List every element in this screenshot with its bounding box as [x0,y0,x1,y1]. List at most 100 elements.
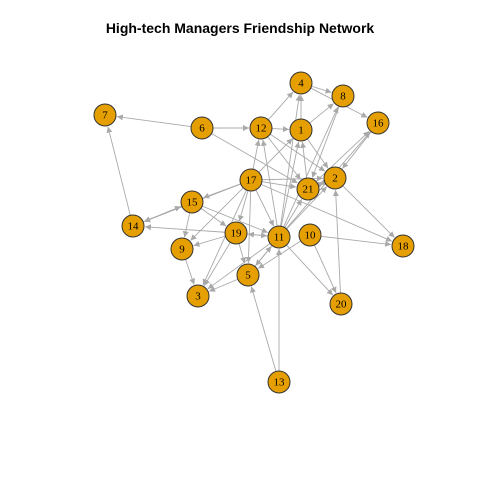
edge-17-to-3 [202,189,247,286]
edge-5-to-3 [208,278,239,292]
edge-11-to-2 [286,186,328,230]
node-label: 8 [340,91,346,103]
node-circle [323,166,347,190]
node-label: 21 [303,184,314,196]
node-label: 13 [274,377,286,389]
node-17: 17 [239,168,263,192]
node-6: 6 [190,116,214,140]
edge-5-to-11 [254,246,272,267]
edge-10-to-18 [320,235,392,247]
edge-10-to-5 [257,240,302,269]
edge-15-to-9 [182,212,191,238]
edge-17-to-21 [261,181,297,190]
node-circle [329,292,353,316]
node-label: 14 [128,221,140,233]
node-circle [366,111,390,135]
edge-9-to-3 [185,259,196,285]
node-label: 20 [336,299,348,311]
node-11: 11 [267,225,291,249]
node-16: 16 [366,111,390,135]
edge-15-to-19 [200,207,227,227]
edge-16-to-2 [342,131,372,169]
edge-19-to-14 [144,224,226,233]
chart-title: High-tech Managers Friendship Network [105,20,375,36]
edge-11-to-12 [260,139,278,227]
node-circle [236,263,260,287]
edge-12-to-4 [267,91,294,121]
node-circle [190,116,214,140]
node-label: 18 [398,241,410,253]
node-label: 2 [332,173,338,185]
edge-1-to-8 [309,103,334,124]
edge-19-to-11 [246,232,268,239]
node-20: 20 [329,292,353,316]
node-label: 7 [102,110,108,122]
node-2: 2 [323,166,347,190]
edge-11-to-21 [284,199,303,228]
node-circle [289,118,313,142]
node-circle [391,234,415,258]
node-5: 5 [236,263,260,287]
node-label: 9 [179,244,185,256]
node-label: 12 [256,123,267,135]
node-label: 15 [187,197,199,209]
edge-17-to-9 [190,187,244,241]
node-10: 10 [298,223,322,247]
node-circle [296,177,320,201]
node-circle [331,84,355,108]
node-label: 16 [373,118,385,130]
edge-20-to-2 [332,189,341,294]
edge-12-to-1 [271,126,290,133]
edge-17-to-18 [260,183,393,242]
node-3: 3 [186,284,210,308]
node-12: 12 [249,116,273,140]
edge-6-to-21 [211,133,298,184]
node-circle [170,237,194,261]
edge-13-to-5 [250,286,277,372]
node-8: 8 [331,84,355,108]
edge-19-to-9 [193,235,226,247]
edge-15-to-11 [202,205,269,234]
edge-6-to-7 [116,114,192,127]
edge-4-to-8 [311,85,332,94]
node-label: 3 [195,291,201,303]
edge-17-to-5 [245,190,252,264]
node-circle [289,71,313,95]
node-circle [239,168,263,192]
node-19: 19 [224,221,248,245]
node-label: 1 [298,125,304,137]
node-13: 13 [267,370,291,394]
edge-1-to-2 [306,138,329,169]
edge-12-to-2 [269,133,326,172]
node-14: 14 [121,214,145,238]
node-circle [267,225,291,249]
edge-11-to-1 [280,141,301,227]
node-21: 21 [296,177,320,201]
node-label: 17 [246,175,258,187]
node-circle [298,223,322,247]
edge-11-to-20 [286,244,334,296]
edge-12-to-21 [267,136,302,180]
edge-19-to-5 [238,243,246,264]
edge-15-to-14 [143,205,182,222]
node-label: 5 [245,270,251,282]
edge-11-to-4 [280,94,302,227]
edge-17-to-12 [252,139,261,170]
edge-2-to-18 [342,185,395,238]
node-circle [267,370,291,394]
edge-19-to-3 [203,242,231,286]
edges-layer [106,85,395,372]
node-15: 15 [180,190,204,214]
node-18: 18 [391,234,415,258]
node-label: 11 [274,232,285,244]
edge-14-to-7 [106,126,131,216]
node-circle [224,221,248,245]
node-1: 1 [289,118,313,142]
node-9: 9 [170,237,194,261]
edge-2-to-21 [318,179,326,185]
node-4: 4 [289,71,313,95]
edge-8-to-21 [311,106,340,178]
